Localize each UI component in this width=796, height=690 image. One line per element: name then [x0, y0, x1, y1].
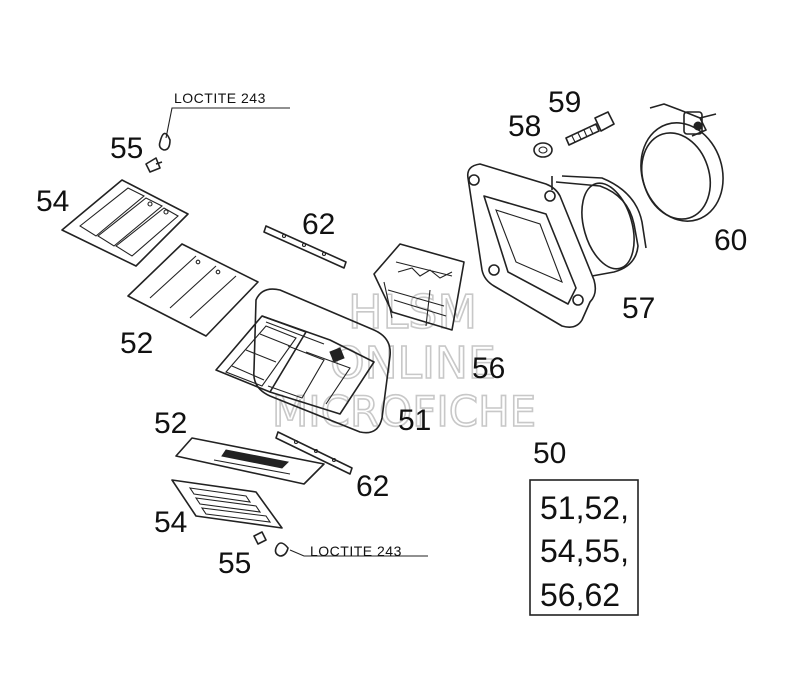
stopper-plate-top-part [61, 179, 189, 267]
callout-54-top: 54 [36, 185, 69, 218]
screw-bottom-part [253, 531, 289, 557]
callout-54-bottom: 54 [154, 506, 187, 539]
callout-62-top: 62 [302, 208, 335, 241]
callout-55-top: 55 [110, 132, 143, 165]
loctite-note-top: LOCTITE 243 [174, 90, 266, 106]
callout-59: 59 [548, 86, 581, 119]
watermark: HLSM ONLINE MICROFICHE [271, 284, 537, 437]
watermark-line-3: MICROFICHE [272, 387, 536, 436]
reed-petal-bottom-part [175, 437, 325, 485]
watermark-line-2: ONLINE [330, 338, 496, 389]
reed-block-part [215, 288, 391, 434]
kit-line-3: 56,62 [540, 577, 620, 613]
leader-lines [165, 107, 428, 557]
intake-flange-part [466, 163, 647, 328]
stopper-plate-bottom-part [171, 479, 283, 529]
watermark-line-1: HLSM [348, 285, 477, 339]
callout-56: 56 [472, 352, 505, 385]
callout-58: 58 [508, 110, 541, 143]
callout-55-bottom: 55 [218, 547, 251, 580]
reed-petal-top-part [127, 243, 259, 337]
screw-top-part [145, 132, 171, 173]
callout-57: 57 [622, 292, 655, 325]
washer-part [533, 142, 553, 158]
callout-52-top: 52 [120, 327, 153, 360]
kit-contents-box [529, 479, 639, 616]
callout-62-bottom: 62 [356, 470, 389, 503]
callout-50: 50 [533, 437, 566, 470]
callout-52-bottom: 52 [154, 407, 187, 440]
callout-51: 51 [398, 404, 431, 437]
loctite-note-bottom: LOCTITE 243 [310, 543, 402, 559]
bolt-part [565, 111, 615, 146]
hose-clamp-part [640, 103, 724, 222]
gasket-strip-bottom-part [275, 431, 353, 475]
callout-60: 60 [714, 224, 747, 257]
reed-cage-part [373, 243, 465, 331]
gasket-strip-top-part [263, 225, 347, 269]
kit-line-2: 54,55, [540, 533, 629, 569]
kit-line-1: 51,52, [540, 490, 629, 526]
